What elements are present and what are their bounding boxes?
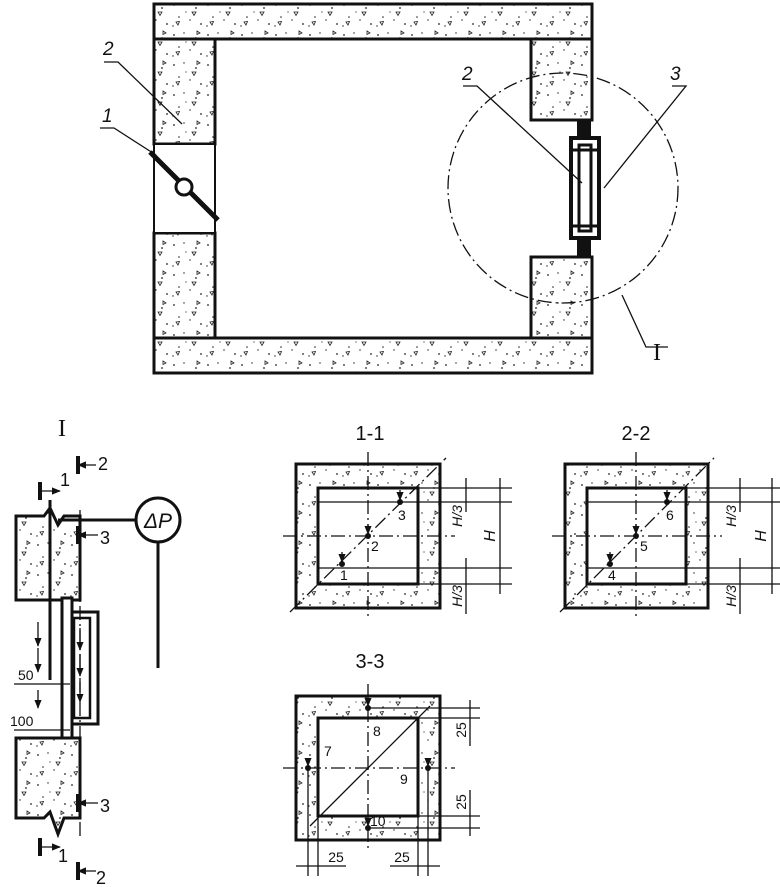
point-4: 4 (608, 567, 616, 583)
leader-2-right (463, 85, 583, 184)
flow-arrows (34, 622, 84, 709)
leader-1 (100, 127, 157, 156)
dim-h3-bottom-2: H/3 (723, 585, 739, 607)
detail-valve-inner (72, 616, 92, 720)
dim-h3-top-1: H/3 (449, 505, 465, 527)
callout-2-right: 2 (461, 64, 473, 85)
point-8: 8 (373, 723, 381, 739)
point-3: 3 (398, 507, 406, 523)
point-9: 9 (400, 771, 408, 787)
point-7: 7 (324, 743, 332, 759)
detail-circle (447, 72, 679, 304)
leader-I (621, 294, 668, 348)
dim-25-right-bottom: 25 (453, 794, 469, 810)
section-3-3-diagonal (309, 705, 431, 827)
top-wall (152, 2, 594, 41)
section-2-label-bottom: 2 (96, 868, 106, 887)
bottom-wall (152, 336, 594, 375)
point-5: 5 (640, 538, 648, 554)
right-wall-lower (529, 255, 594, 340)
point-6: 6 (666, 507, 674, 523)
detail-wall-lower (14, 736, 82, 839)
dim-100: 100 (10, 713, 34, 729)
plan-view: 2 1 2 3 I (100, 2, 688, 375)
callout-1: 1 (102, 106, 113, 127)
fire-damper (569, 120, 601, 257)
pressure-gauge-label: ΔP (143, 510, 172, 533)
leader-3 (603, 85, 688, 189)
right-wall-upper (529, 37, 594, 122)
detail-title: I (58, 416, 66, 442)
left-wall-lower (152, 231, 217, 340)
dim-25-bottom-left: 25 (328, 849, 344, 865)
left-wall-upper (152, 37, 217, 146)
damper-axis (174, 177, 194, 197)
dim-25-right-top: 25 (453, 722, 469, 738)
section-3-label-bottom: 3 (100, 796, 110, 816)
callout-3: 3 (670, 64, 681, 85)
section-1-label-bottom: 1 (58, 846, 68, 866)
section-2-2-title: 2-2 (622, 423, 651, 445)
section-3-3-title: 3-3 (356, 651, 385, 673)
dim-25-bottom-right: 25 (394, 849, 410, 865)
dim-h-1: H (482, 530, 499, 542)
dim-50: 50 (18, 667, 34, 683)
point-2: 2 (371, 538, 379, 554)
section-1-label-top: 1 (60, 470, 70, 490)
detail-wall-upper (14, 505, 82, 602)
callout-2-left: 2 (102, 39, 114, 60)
section-1-1: 1-1 1 2 3 H/3 H/3 H (283, 423, 512, 620)
dim-h-2: H (753, 530, 770, 542)
section-1-1-title: 1-1 (356, 423, 385, 445)
detail-I: I ΔP 50 100 1 (10, 416, 182, 887)
section-2-2: 2-2 4 5 6 H/3 H/3 H (552, 423, 780, 620)
point-10: 10 (370, 813, 386, 829)
detail-flange (60, 596, 74, 740)
section-3-3: 3-3 8 7 9 10 25 25 25 25 (283, 651, 480, 876)
point-1: 1 (340, 567, 348, 583)
dim-h3-top-2: H/3 (723, 505, 739, 527)
leader-2-left (104, 61, 183, 125)
detail-ref-label: I (653, 340, 661, 366)
dim-h3-bottom-1: H/3 (449, 585, 465, 607)
section-2-label-top: 2 (98, 454, 108, 474)
section-3-label-top: 3 (100, 528, 110, 548)
